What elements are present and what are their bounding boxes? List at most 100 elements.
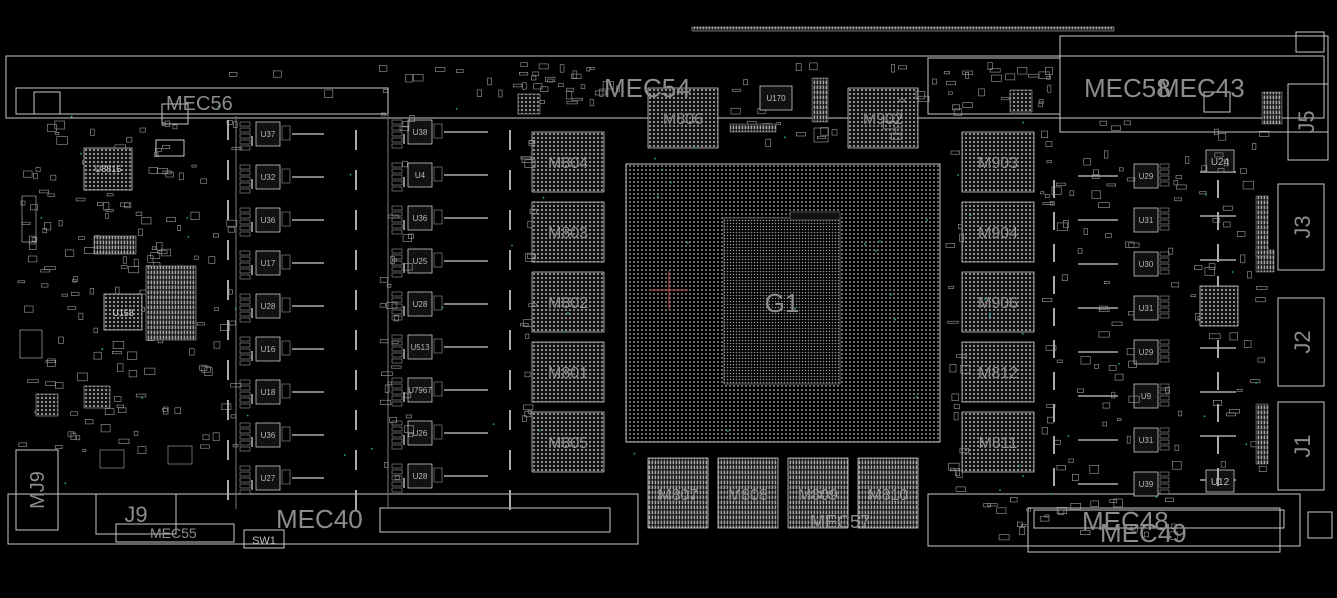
- passive-component: [947, 320, 959, 324]
- via: [1155, 496, 1158, 498]
- passive-component: [177, 225, 182, 231]
- vrm-stage: [1133, 163, 1159, 189]
- passive-component: [1255, 297, 1266, 303]
- passive-component: [1098, 307, 1110, 312]
- passive-component: [156, 168, 168, 174]
- passive-component: [1056, 222, 1068, 231]
- vrm-stage-label: U28: [413, 472, 428, 481]
- passive-component: [90, 128, 95, 136]
- passive-pad: [391, 481, 403, 487]
- passive-component: [898, 98, 906, 102]
- vrm-stage: [255, 336, 281, 362]
- passive-component: [1194, 265, 1203, 270]
- memory-chip: [961, 411, 1035, 473]
- passive-component: [387, 381, 392, 386]
- passive-pad: [281, 426, 291, 442]
- via: [234, 308, 237, 310]
- vrm-stage: [407, 205, 433, 231]
- passive-component: [73, 276, 78, 282]
- passive-component: [987, 503, 998, 507]
- passive-component: [520, 62, 528, 67]
- passive-component: [566, 90, 573, 100]
- passive-component: [529, 208, 537, 215]
- passive-component: [820, 127, 829, 136]
- passive-component: [945, 243, 955, 248]
- passive-component: [1174, 197, 1182, 202]
- passive-component: [809, 62, 818, 71]
- label-mec56: MEC56: [166, 93, 233, 115]
- vrm-stage: [255, 250, 281, 276]
- memory-chip: [717, 457, 779, 529]
- passive-pad: [433, 252, 443, 268]
- via: [1205, 193, 1207, 196]
- passive-component: [955, 468, 960, 477]
- passive-component: [1047, 416, 1054, 424]
- passive-component: [1214, 152, 1224, 158]
- passive-component: [404, 263, 413, 271]
- passive-component: [953, 412, 959, 421]
- passive-component: [47, 123, 57, 132]
- passive-component: [391, 340, 399, 344]
- passive-component: [1185, 156, 1190, 164]
- passive-pad: [391, 125, 403, 131]
- passive-component: [154, 152, 159, 157]
- passive-component: [58, 220, 63, 227]
- passive-component: [139, 127, 146, 133]
- vrm-stage: [255, 164, 281, 190]
- passive-component: [951, 393, 959, 401]
- passive-component: [141, 217, 152, 225]
- passive-pad: [1159, 383, 1170, 389]
- passive-pad: [391, 180, 403, 186]
- passive-pad: [239, 299, 251, 305]
- memory-chip-m902: [847, 87, 919, 149]
- vrm-stage: [407, 377, 433, 403]
- passive-component: [127, 351, 138, 360]
- passive-component: [214, 307, 219, 311]
- via: [890, 293, 892, 296]
- vrm-stage-label: U27: [261, 474, 276, 483]
- vrm-stage: [1133, 251, 1159, 277]
- memory-chip: [787, 457, 849, 529]
- memory-chip-label: M807: [658, 487, 698, 504]
- via: [633, 452, 636, 455]
- passive-component: [572, 70, 578, 79]
- passive-component: [1250, 379, 1261, 384]
- passive-pad: [433, 166, 443, 182]
- passive-component: [1061, 274, 1068, 281]
- passive-component: [956, 354, 967, 358]
- passive-component: [379, 339, 389, 344]
- passive-component: [1171, 523, 1177, 530]
- passive-component: [162, 145, 170, 150]
- passive-component: [891, 64, 895, 73]
- passive-component: [55, 382, 64, 389]
- passive-pad: [239, 127, 251, 133]
- label-sw1: SW1: [252, 535, 276, 547]
- passive-component: [162, 170, 172, 175]
- passive-component: [1119, 167, 1124, 172]
- passive-pad: [433, 467, 443, 483]
- passive-component: [996, 507, 1007, 514]
- via: [670, 181, 672, 184]
- passive-component: [615, 85, 620, 92]
- passive-component: [380, 371, 393, 376]
- passive-pad: [281, 168, 291, 184]
- label-mec48: MEC48: [1082, 506, 1169, 536]
- passive-component: [949, 467, 955, 472]
- via: [455, 108, 458, 110]
- passive-pad: [391, 315, 403, 321]
- memory-chip: [531, 131, 605, 193]
- passive-component: [164, 120, 171, 127]
- passive-component: [1247, 271, 1252, 279]
- chip-label-u170: U170: [766, 94, 786, 103]
- passive-component: [196, 322, 205, 326]
- passive-component: [106, 193, 114, 197]
- label-mec58: MEC58: [1084, 73, 1171, 103]
- passive-component: [897, 110, 902, 118]
- passive-component: [1226, 412, 1236, 417]
- via: [999, 489, 1001, 491]
- passive-component: [391, 258, 397, 262]
- passive-component: [1028, 73, 1040, 78]
- label-j9: J9: [124, 502, 147, 527]
- vrm-stage-label: U31: [1139, 304, 1154, 313]
- passive-pad: [433, 123, 443, 139]
